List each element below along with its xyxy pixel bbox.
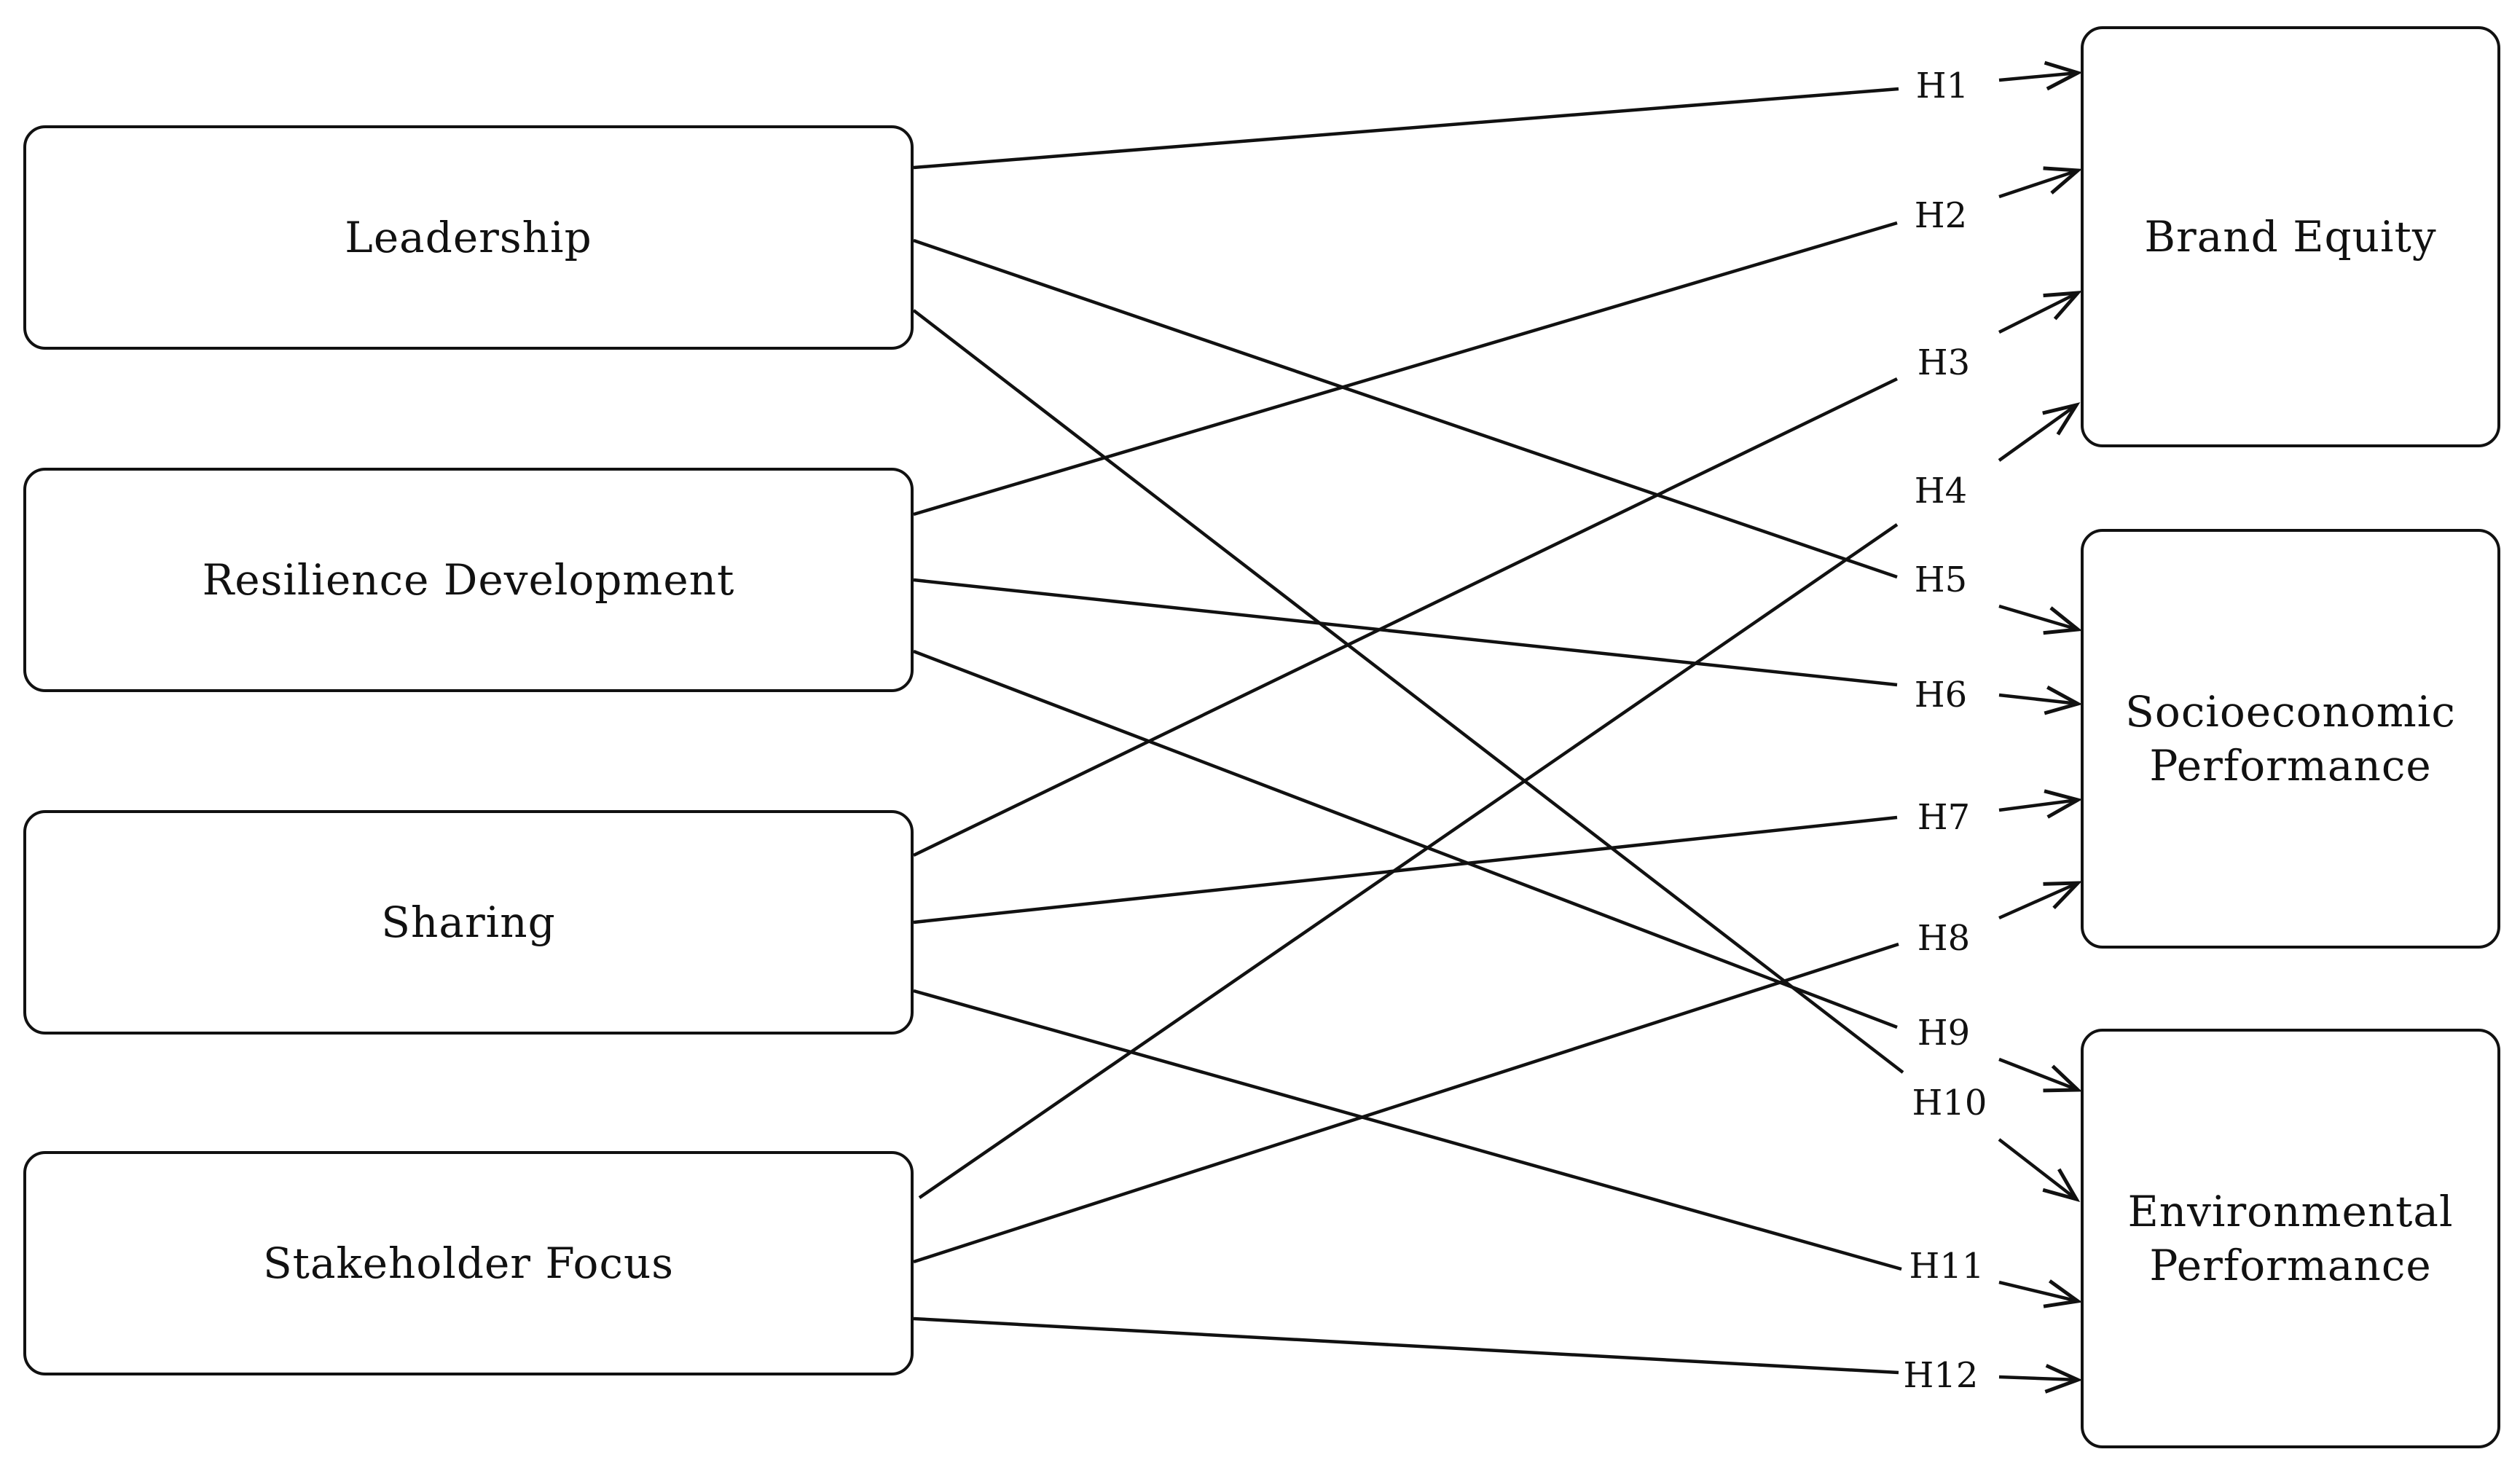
hypothesis-arrow-shaft-h4 — [1998, 404, 2078, 462]
predictor-box-sharing: Sharing — [23, 810, 914, 1035]
outcome-label-socioeconomic-performance: Socioeconomic Performance — [2125, 687, 2456, 790]
hypothesis-line-h3 — [913, 377, 1898, 857]
hypothesis-arrow-shaft-h11 — [1998, 1280, 2079, 1303]
arrowhead-h2 — [2043, 166, 2083, 195]
predictor-label-leadership: Leadership — [345, 213, 592, 262]
hypothesis-label-h5: H5 — [1911, 560, 1971, 600]
hypothesis-arrow-shaft-h8 — [1998, 881, 2079, 920]
hypothesis-arrow-shaft-h7 — [1998, 798, 2079, 812]
outcome-box-brand-equity: Brand Equity — [2081, 26, 2500, 447]
arrowhead-h8 — [2043, 881, 2083, 910]
outcome-box-socioeconomic-performance: Socioeconomic Performance — [2081, 529, 2500, 949]
outcome-label-environmental-performance: Environmental Performance — [2127, 1187, 2454, 1290]
hypothesis-line-h12 — [913, 1316, 1899, 1375]
hypothesis-line-h5 — [913, 238, 1898, 579]
arrowhead-h12 — [2044, 1364, 2083, 1394]
hypothesis-arrow-shaft-h12 — [1998, 1375, 2079, 1382]
hypothesis-label-h9: H9 — [1914, 1013, 1974, 1053]
arrowhead-h4 — [2042, 402, 2081, 436]
arrowhead-h3 — [2043, 291, 2082, 321]
hypothesis-label-h6: H6 — [1911, 675, 1971, 715]
hypothesis-arrow-shaft-h3 — [1998, 291, 2079, 334]
outcome-label-brand-equity: Brand Equity — [2144, 212, 2437, 262]
arrowhead-h9 — [2043, 1064, 2083, 1093]
hypothesis-line-h4 — [918, 523, 1899, 1199]
hypothesis-arrow-shaft-h1 — [1998, 71, 2079, 82]
hypothesis-arrow-shaft-h9 — [1998, 1057, 2079, 1092]
arrowhead-h10 — [2042, 1168, 2081, 1203]
hypothesis-label-h12: H12 — [1900, 1355, 1982, 1396]
predictor-box-stakeholder-focus: Stakeholder Focus — [23, 1151, 914, 1375]
outcome-box-environmental-performance: Environmental Performance — [2081, 1029, 2500, 1448]
arrowhead-h5 — [2043, 606, 2083, 635]
hypothesis-label-h10: H10 — [1909, 1083, 1990, 1123]
hypothesis-line-h11 — [913, 989, 1902, 1271]
arrowhead-h1 — [2044, 60, 2083, 91]
hypothesis-line-h10 — [912, 309, 1904, 1074]
hypothesis-line-h9 — [913, 649, 1898, 1029]
predictor-label-resilience-development: Resilience Development — [202, 555, 735, 605]
hypothesis-label-h7: H7 — [1914, 797, 1974, 838]
hypothesis-line-h7 — [913, 815, 1898, 925]
hypothesis-label-h11: H11 — [1906, 1246, 1987, 1287]
hypothesis-arrow-shaft-h5 — [1998, 604, 2079, 632]
hypothesis-label-h3: H3 — [1914, 342, 1974, 383]
hypothesis-line-h1 — [913, 87, 1899, 170]
hypothesis-arrow-shaft-h6 — [1998, 693, 2079, 706]
hypothesis-line-h6 — [913, 578, 1898, 687]
predictor-label-stakeholder-focus: Stakeholder Focus — [262, 1239, 675, 1288]
predictor-label-sharing: Sharing — [381, 898, 556, 947]
predictor-box-leadership: Leadership — [23, 125, 914, 350]
hypothesis-label-h2: H2 — [1911, 195, 1971, 236]
hypothesis-label-h8: H8 — [1914, 918, 1974, 959]
arrowhead-h7 — [2044, 789, 2083, 819]
predictor-box-resilience-development: Resilience Development — [23, 468, 914, 692]
hypothesis-line-h8 — [913, 942, 1899, 1264]
hypothesis-line-h2 — [913, 221, 1898, 517]
hypothesis-label-h4: H4 — [1911, 471, 1971, 511]
hypothesis-arrow-shaft-h2 — [1998, 168, 2079, 199]
arrowhead-h11 — [2043, 1279, 2083, 1308]
arrowhead-h6 — [2044, 686, 2083, 715]
hypothesis-label-h1: H1 — [1912, 66, 1972, 106]
hypothesis-arrow-shaft-h10 — [1998, 1138, 2078, 1201]
